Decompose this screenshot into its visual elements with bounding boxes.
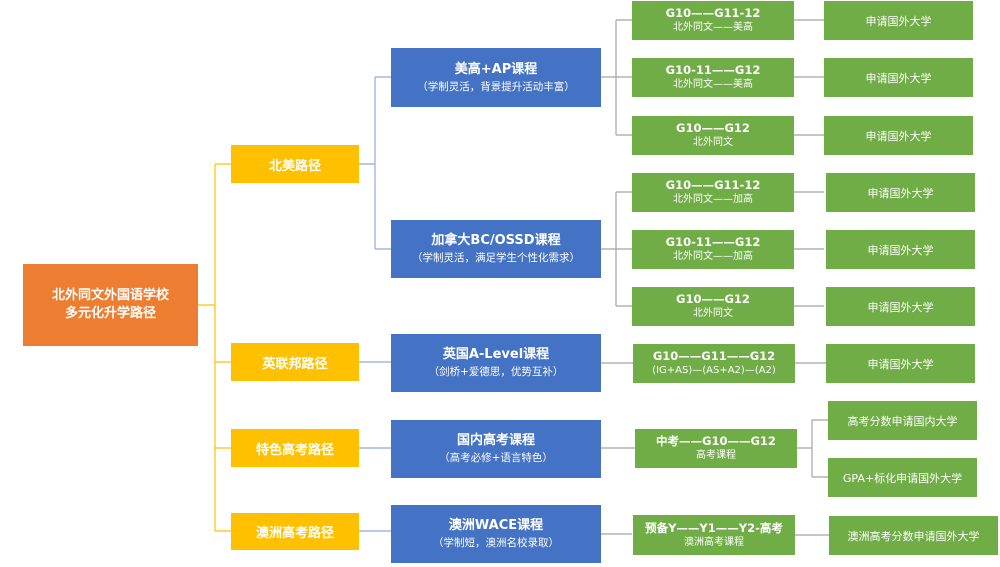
destination-node: 澳洲高考分数申请国外大学 xyxy=(829,516,998,555)
path-label: 澳洲高考路径 xyxy=(255,526,334,541)
destination-label: GPA+标化申请国外大学 xyxy=(842,471,963,485)
path-label: 英联邦路径 xyxy=(262,356,328,372)
destination-label: 申请国外大学 xyxy=(865,71,932,85)
course-sub: （剑桥+爱德思，优势互补） xyxy=(428,366,564,378)
destination-node: 申请国外大学 xyxy=(826,173,975,212)
course-title: 英国A-Level课程 xyxy=(442,347,550,362)
root-connectors xyxy=(198,163,231,532)
course-sub: （学制灵活，背景提升活动丰富） xyxy=(417,80,575,93)
course-us-ap: 美高+AP课程 （学制灵活，背景提升活动丰富） xyxy=(391,48,601,107)
course-a-level: 英国A-Level课程 （剑桥+爱德思，优势互补） xyxy=(391,334,601,392)
stage-title: G10-11——G12 xyxy=(665,235,761,249)
destination-node: 高考分数申请国内大学 xyxy=(828,401,977,440)
course-title: 加拿大BC/OSSD课程 xyxy=(431,233,561,248)
root-node: 北外同文外国语学校 多元化升学路径 xyxy=(23,264,198,346)
course-connectors xyxy=(601,19,829,536)
stage-sub: 澳洲高考课程 xyxy=(684,536,744,548)
stage-title: 中考——G10——G12 xyxy=(656,434,776,448)
course-title: 国内高考课程 xyxy=(456,433,535,448)
path-gaokao: 特色高考路径 xyxy=(231,429,359,467)
course-sub: （学制灵活，满足学生个性化需求） xyxy=(412,252,580,264)
course-sub: （高考必修+语言特色） xyxy=(439,452,553,464)
destination-node: 申请国外大学 xyxy=(824,1,973,40)
destination-node: GPA+标化申请国外大学 xyxy=(828,458,977,497)
path-commonwealth: 英联邦路径 xyxy=(231,343,359,381)
course-canada: 加拿大BC/OSSD课程 （学制灵活，满足学生个性化需求） xyxy=(391,220,601,278)
stage-node: G10——G11——G12 (IG+AS)—(AS+A2)—(A2) xyxy=(633,344,795,383)
course-gaokao: 国内高考课程 （高考必修+语言特色） xyxy=(391,420,601,478)
stage-sub: 北外同文 xyxy=(693,308,733,319)
stage-sub: 北外同文——美高 xyxy=(673,22,753,33)
destination-label: 申请国外大学 xyxy=(865,14,932,28)
stage-node: G10——G12 北外同文 xyxy=(632,116,794,155)
stage-node: 中考——G10——G12 高考课程 xyxy=(635,429,797,468)
stage-title: 预备Y——Y1——Y2-高考 xyxy=(645,520,783,535)
path-australia: 澳洲高考路径 xyxy=(231,513,359,550)
destination-node: 申请国外大学 xyxy=(826,287,975,326)
stage-title: G10——G11-12 xyxy=(665,6,761,20)
destination-label: 高考分数申请国内大学 xyxy=(847,414,958,428)
stage-sub: 北外同文——加高 xyxy=(673,194,753,205)
destination-node: 申请国外大学 xyxy=(826,344,975,383)
root-line2: 多元化升学路径 xyxy=(64,306,156,321)
destination-label: 申请国外大学 xyxy=(867,357,934,371)
stage-node: G10——G12 北外同文 xyxy=(632,287,794,326)
stage-sub: 北外同文——美高 xyxy=(673,79,753,90)
stage-node: G10——G11-12 北外同文——美高 xyxy=(632,1,794,40)
stage-sub: 高考课程 xyxy=(696,450,736,461)
destination-label: 申请国外大学 xyxy=(865,129,932,143)
stage-title: G10——G11-12 xyxy=(665,178,761,192)
path-north-america: 北美路径 xyxy=(231,145,359,183)
course-title: 澳洲WACE课程 xyxy=(448,518,544,533)
stage-title: G10-11——G12 xyxy=(665,63,761,77)
root-line1: 北外同文外国语学校 xyxy=(51,288,169,303)
destination-label: 申请国外大学 xyxy=(867,300,934,314)
destination-label: 澳洲高考分数申请国外大学 xyxy=(847,529,980,543)
destination-label: 申请国外大学 xyxy=(867,243,934,257)
course-title: 美高+AP课程 xyxy=(454,61,538,77)
path-label: 特色高考路径 xyxy=(255,442,334,458)
path-connectors xyxy=(359,76,391,532)
stage-title: G10——G12 xyxy=(676,121,750,135)
stage-title: G10——G11——G12 xyxy=(652,349,776,363)
destination-node: 申请国外大学 xyxy=(824,58,973,97)
stage-sub: 北外同文——加高 xyxy=(673,251,753,262)
course-sub: （学制短，澳洲名校录取） xyxy=(433,537,559,549)
stage-sub: (IG+AS)—(AS+A2)—(A2) xyxy=(652,365,776,376)
stage-sub: 北外同文 xyxy=(693,137,733,148)
stage-node: G10-11——G12 北外同文——加高 xyxy=(632,230,794,269)
destination-node: 申请国外大学 xyxy=(824,116,973,155)
course-wace: 澳洲WACE课程 （学制短，澳洲名校录取） xyxy=(391,505,601,563)
destination-label: 申请国外大学 xyxy=(867,186,934,200)
destination-node: 申请国外大学 xyxy=(826,230,975,269)
stage-node: G10——G11-12 北外同文——加高 xyxy=(632,173,794,212)
stage-node: 预备Y——Y1——Y2-高考澳洲高考课程 xyxy=(633,515,795,555)
stage-title: G10——G12 xyxy=(676,292,750,306)
path-label: 北美路径 xyxy=(268,158,321,174)
stage-node: G10-11——G12 北外同文——美高 xyxy=(632,58,794,97)
